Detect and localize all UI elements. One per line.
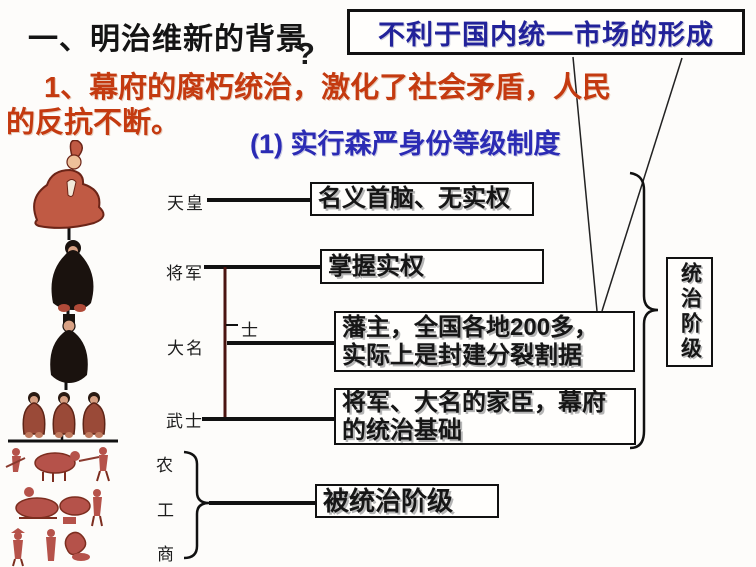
point1-text-line1: 1、幕府的腐朽统治，激化了社会矛盾，人民 xyxy=(44,72,612,104)
rank-label-daimyo: 大名 xyxy=(167,339,205,358)
sub-point-text: (1) 实行森严身份等级制度 xyxy=(250,129,561,159)
desc-box-daimyo: 藩主，全国各地200多， 实际上是封建分裂割据 xyxy=(334,311,635,372)
rank-label-artisan: 工 xyxy=(157,501,176,520)
brace-ruling-class xyxy=(629,171,659,450)
rank-label-shi: 士 xyxy=(241,321,260,340)
brace-commoners xyxy=(183,450,210,560)
market-note-text: 不利于国内统一市场的形成 xyxy=(378,19,714,50)
desc-box-samurai: 将军、大名的家臣，幕府 的统治基础 xyxy=(334,388,636,445)
rank-label-emperor: 天皇 xyxy=(167,194,205,213)
desc-box-commoners: 被统治阶级 xyxy=(315,484,499,518)
emperor-figure xyxy=(33,140,105,229)
desc-commoners-text: 被统治阶级 xyxy=(323,486,454,516)
pointer-line-left xyxy=(572,56,598,312)
samurai-figures xyxy=(22,392,106,438)
farmers-figure xyxy=(5,447,110,482)
desc-box-shogun: 掌握实权 xyxy=(320,249,544,284)
pointer-line-right xyxy=(601,57,683,312)
rank-label-merchant: 商 xyxy=(157,545,176,564)
rank-label-farmer: 农 xyxy=(156,456,175,475)
merchants-figure xyxy=(11,528,90,567)
page-title: 一、明治维新的背景 xyxy=(28,23,307,56)
desc-samurai-line2: 的统治基础 xyxy=(342,416,462,444)
question-mark: ? xyxy=(296,36,315,71)
rank-label-samurai: 武士 xyxy=(166,412,204,431)
desc-emperor-text: 名义首脑、无实权 xyxy=(318,185,510,212)
artisans-figure xyxy=(15,487,103,527)
desc-shogun-text: 掌握实权 xyxy=(328,252,424,280)
daimyo-figure xyxy=(50,314,88,383)
rank-label-shogun: 将军 xyxy=(166,264,204,283)
market-note-box: 不利于国内统一市场的形成 xyxy=(347,9,745,55)
point1-text-line2: 的反抗不断。 xyxy=(6,107,181,139)
desc-box-emperor: 名义首脑、无实权 xyxy=(310,182,534,216)
desc-samurai-line1: 将军、大名的家臣，幕府 xyxy=(342,388,606,416)
ruling-class-text: 统治阶级 xyxy=(678,262,702,362)
ruling-class-box: 统治阶级 xyxy=(666,257,713,367)
desc-daimyo-line1: 藩主，全国各地200多， xyxy=(342,313,599,341)
desc-daimyo-line2: 实际上是封建分裂割据 xyxy=(342,341,582,369)
shogun-figure xyxy=(51,240,94,312)
